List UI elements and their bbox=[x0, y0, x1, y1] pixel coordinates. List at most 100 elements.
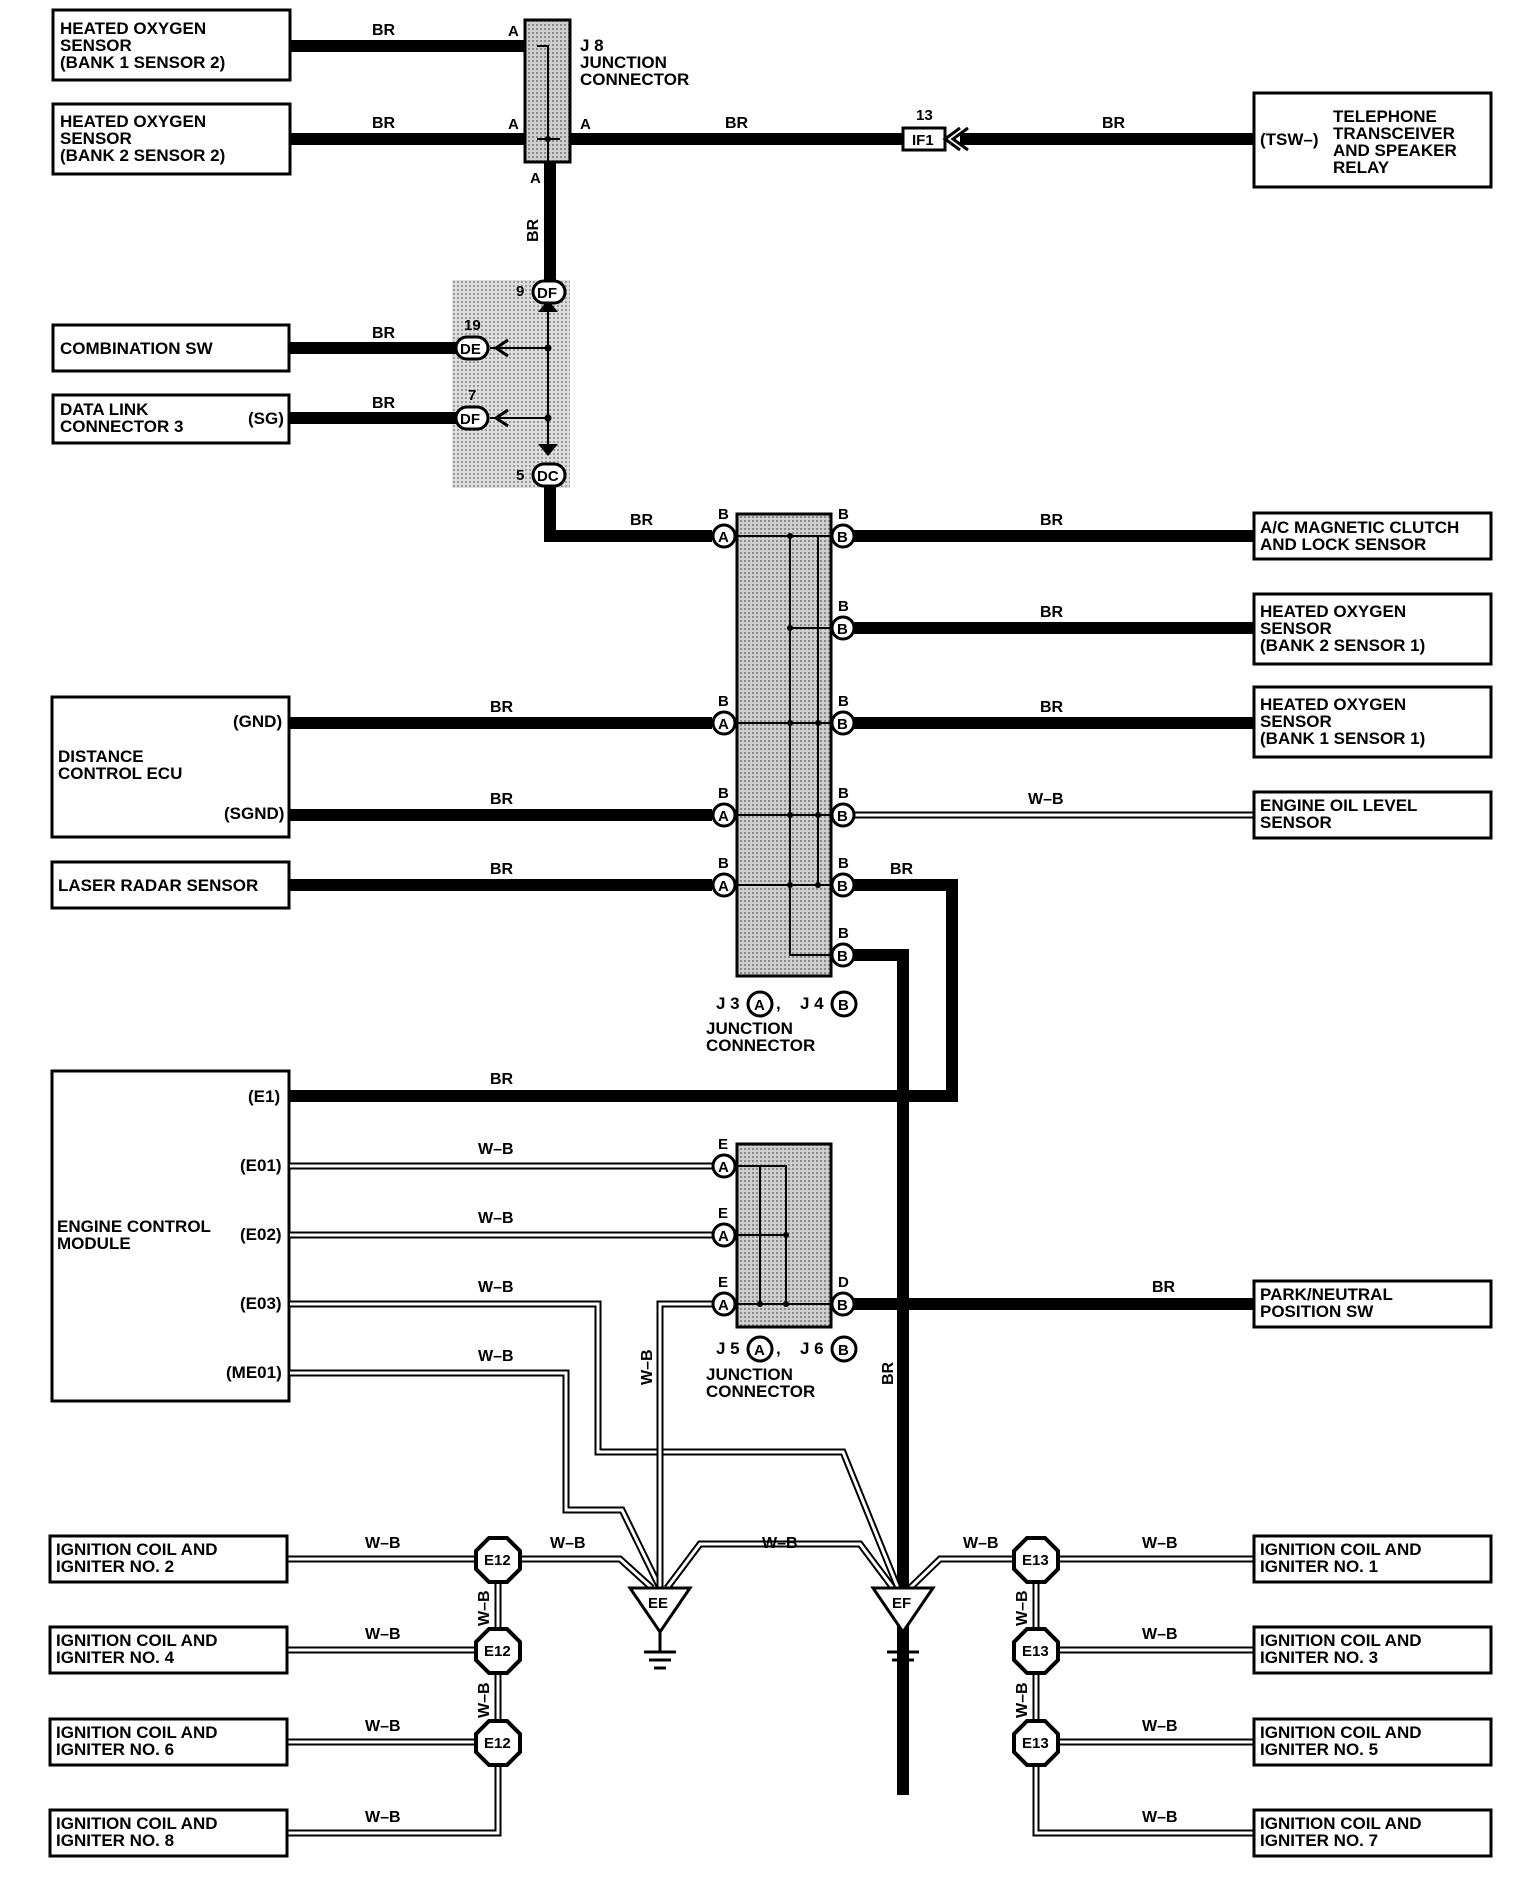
j3-pin-letter-1: B bbox=[718, 506, 729, 523]
j8-pin-a4: A bbox=[530, 170, 541, 187]
e12-label-3: E12 bbox=[484, 1735, 511, 1752]
j5j6-label-3: CONNECTOR bbox=[706, 1382, 815, 1401]
j4-pin-letter-2: B bbox=[838, 598, 849, 615]
wire-label-wb-18: W–B bbox=[476, 1590, 493, 1626]
j4-pin-letter-6: B bbox=[838, 925, 849, 942]
component-ecm: (E1) (E01) (E02) (E03) (ME01) ENGINE CON… bbox=[50, 1069, 291, 1403]
distance-ecu-line1: DISTANCE bbox=[58, 747, 144, 766]
e13-label-1: E13 bbox=[1022, 1552, 1049, 1569]
wire-label-br-11: BR bbox=[490, 699, 514, 716]
wire-label-br-17: BR bbox=[880, 1361, 897, 1385]
wire-label-wb-11: W–B bbox=[1142, 1535, 1178, 1552]
e12-label-2: E12 bbox=[484, 1643, 511, 1660]
ho2s-b1s2-line1: HEATED OXYGEN bbox=[60, 19, 206, 38]
wire-label-br-2: BR bbox=[372, 115, 396, 132]
j5-pin-a-2: A bbox=[718, 1228, 729, 1245]
telephone-line2: TRANSCEIVER bbox=[1333, 124, 1455, 143]
df7-name: DF bbox=[460, 411, 480, 428]
ign6-line2: IGNITER NO. 6 bbox=[56, 1740, 174, 1759]
wire-j4-e1 bbox=[290, 879, 958, 1102]
ho2s-b2s2-line2: SENSOR bbox=[60, 129, 132, 148]
ho2s-b2s1-line1: HEATED OXYGEN bbox=[1260, 602, 1406, 621]
if1-pin: 13 bbox=[916, 107, 933, 124]
j8-label-1: J 8 bbox=[580, 36, 604, 55]
j3-label: J 3 bbox=[716, 994, 740, 1013]
wire-label-wb-12: W–B bbox=[365, 1626, 401, 1643]
ecm-pin-e01: (E01) bbox=[240, 1156, 282, 1175]
component-ignition-coil-8: IGNITION COIL AND IGNITER NO. 8 bbox=[48, 1808, 289, 1858]
if1-name: IF1 bbox=[912, 132, 934, 149]
ign2-line1: IGNITION COIL AND bbox=[56, 1540, 218, 1559]
j5-pin-a-3: A bbox=[718, 1297, 729, 1314]
wire-label-br-7: BR bbox=[372, 395, 396, 412]
ecm-pin-e03: (E03) bbox=[240, 1294, 282, 1313]
ground-ee-label: EE bbox=[648, 1595, 668, 1612]
wire-label-br-8: BR bbox=[630, 512, 654, 529]
j8-label-2: JUNCTION bbox=[580, 53, 667, 72]
e13-label-2: E13 bbox=[1022, 1643, 1049, 1660]
j4-pin-b-2: B bbox=[837, 621, 848, 638]
j3j4-label-2: JUNCTION bbox=[706, 1019, 793, 1038]
component-ignition-coil-5: IGNITION COIL AND IGNITER NO. 5 bbox=[1252, 1717, 1493, 1767]
j4-pin-letter-5: B bbox=[838, 855, 849, 872]
ac-clutch-line1: A/C MAGNETIC CLUTCH bbox=[1260, 518, 1459, 537]
ign4-line2: IGNITER NO. 4 bbox=[56, 1648, 175, 1667]
wire-label-wb-6: W–B bbox=[639, 1349, 656, 1385]
component-distance-ecu: (GND) (SGND) DISTANCE CONTROL ECU bbox=[50, 695, 291, 839]
j5-label: J 5 bbox=[716, 1339, 740, 1358]
wire-label-wb-9: W–B bbox=[762, 1535, 798, 1552]
bottom-wire-labels: W–B W–B W–B W–B W–B W–B W–B W–B W–B W–B … bbox=[365, 1535, 1178, 1826]
j3-pin-a-4: A bbox=[718, 878, 729, 895]
telephone-pin: (TSW–) bbox=[1260, 130, 1319, 149]
junction-connector-j3-j4 bbox=[724, 512, 833, 978]
splice-e12-group: E12 E12 E12 bbox=[474, 1536, 522, 1767]
ho2s-b1s1-line1: HEATED OXYGEN bbox=[1260, 695, 1406, 714]
component-oil-level-sensor: ENGINE OIL LEVEL SENSOR bbox=[1252, 790, 1493, 840]
j4-pin-letter-3: B bbox=[838, 693, 849, 710]
ign2-line2: IGNITER NO. 2 bbox=[56, 1557, 174, 1576]
j5-label-comma: , bbox=[776, 1339, 781, 1358]
component-ho2s-bank1-sensor2: HEATED OXYGEN SENSOR (BANK 1 SENSOR 2) bbox=[51, 8, 292, 82]
j4-pin-b-3: B bbox=[837, 716, 848, 733]
j4-pin-b-6: B bbox=[837, 948, 848, 965]
ecm-pin-me01: (ME01) bbox=[226, 1363, 282, 1382]
j4-pin-letter-4: B bbox=[838, 785, 849, 802]
component-ignition-coil-1: IGNITION COIL AND IGNITER NO. 1 bbox=[1252, 1534, 1493, 1584]
wire-label-br-5: BR bbox=[525, 218, 542, 242]
component-ignition-coil-7: IGNITION COIL AND IGNITER NO. 7 bbox=[1252, 1808, 1493, 1858]
ground-ef-label: EF bbox=[892, 1595, 911, 1612]
wires-ecm-ground bbox=[290, 1162, 902, 1590]
dc5-name: DC bbox=[537, 468, 559, 485]
ign8-line2: IGNITER NO. 8 bbox=[56, 1831, 174, 1850]
j5-pins: A A A E E E bbox=[711, 1136, 737, 1317]
junction-connector-j5-j6 bbox=[724, 1142, 833, 1329]
j6-pins: B D bbox=[830, 1274, 856, 1317]
j5-pin-letter-1: E bbox=[718, 1136, 728, 1153]
wire-label-br-9: BR bbox=[1040, 512, 1064, 529]
j4-pin-b-5: B bbox=[837, 878, 848, 895]
wire-label-br-6: BR bbox=[372, 325, 396, 342]
j4-label: J 4 bbox=[800, 994, 824, 1013]
wire-label-wb-1: W–B bbox=[1028, 791, 1064, 808]
j8-pin-a3: A bbox=[580, 116, 591, 133]
ho2s-b2s2-line1: HEATED OXYGEN bbox=[60, 112, 206, 131]
inline-connector-shade bbox=[452, 280, 570, 488]
j8-pin-a1: A bbox=[508, 23, 519, 40]
j3j4-label-3: CONNECTOR bbox=[706, 1036, 815, 1055]
component-ho2s-bank1-sensor1: HEATED OXYGEN SENSOR (BANK 1 SENSOR 1) bbox=[1252, 685, 1493, 759]
j4-pin-b-1: B bbox=[837, 529, 848, 546]
oil-level-line2: SENSOR bbox=[1260, 813, 1332, 832]
laser-radar-label: LASER RADAR SENSOR bbox=[58, 876, 258, 895]
j8-label-3: CONNECTOR bbox=[580, 70, 689, 89]
wire-label-br-13: BR bbox=[490, 791, 514, 808]
ign5-line1: IGNITION COIL AND bbox=[1260, 1723, 1422, 1742]
j5-pin-letter-2: E bbox=[718, 1205, 728, 1222]
df9-name: DF bbox=[537, 285, 557, 302]
telephone-line3: AND SPEAKER bbox=[1333, 141, 1457, 160]
ign7-line1: IGNITION COIL AND bbox=[1260, 1814, 1422, 1833]
ground-ee: EE bbox=[627, 1586, 693, 1670]
ign5-line2: IGNITER NO. 5 bbox=[1260, 1740, 1378, 1759]
component-ignition-coil-3: IGNITION COIL AND IGNITER NO. 3 bbox=[1252, 1625, 1493, 1675]
wire-label-br-14: BR bbox=[490, 861, 514, 878]
